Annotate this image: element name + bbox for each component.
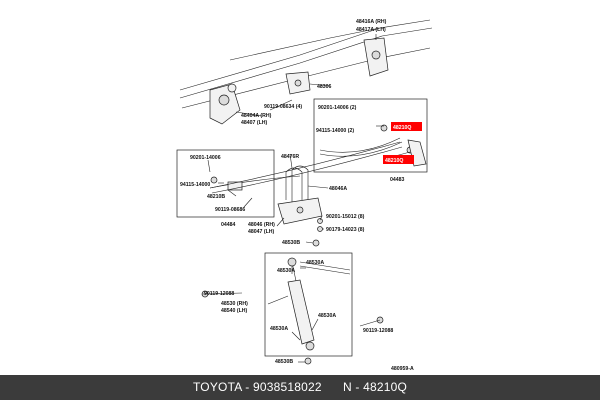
label-48210Q-lower[interactable]: 48210Q (385, 158, 403, 164)
label-48530A-b: 48530A (277, 268, 295, 274)
diagram-id: 480959-A (391, 366, 414, 372)
label-04483: 04483 (390, 177, 405, 183)
label-48416A: 48416A (RH) (356, 19, 387, 25)
label-48404A: 48404A (RH) (241, 113, 272, 119)
bracket-48306 (285, 71, 311, 95)
frame-rail (179, 19, 433, 109)
label-90201-15012: 90201-15012 (8) (326, 214, 365, 220)
label-90119-12088-left: 90119-12088 (204, 291, 234, 297)
label-48046: 48046 (RH) (248, 222, 275, 228)
inset-box-04483 (313, 98, 428, 173)
label-90201-14006-top: 90201-14006 (2) (318, 105, 357, 111)
label-48530: 48530 (RH) (221, 301, 248, 307)
bushing-48530B-bottom (304, 357, 312, 365)
bushing-48530B-top (312, 239, 320, 247)
highlight-48210Q-upper (391, 122, 422, 131)
u-bolt-48476R (285, 165, 309, 202)
exploded-view-drawing: 48416A (RH) 48417A (LH) 48306 90119-0863… (176, 19, 433, 372)
label-04484: 04484 (221, 222, 236, 228)
label-48530A-a: 48530A (306, 260, 324, 266)
leader-lines (201, 34, 411, 363)
nut-90201-15012 (317, 218, 323, 224)
label-90119-08686: 90119-08686 (215, 207, 245, 213)
spring-hanger-48404A (209, 83, 241, 125)
label-48530B-top: 48530B (282, 240, 300, 246)
label-48046A: 48046A (329, 186, 347, 192)
shock-absorber-48530 (287, 257, 351, 351)
inset-box-04484 (176, 149, 275, 218)
label-48306: 48306 (317, 84, 332, 90)
label-48476R: 48476R (281, 154, 299, 160)
spring-hanger-48416A (363, 37, 389, 77)
leaf-spring-main (209, 141, 403, 194)
label-48417A: 48417A (LH) (356, 27, 386, 33)
label-90119-12088-right: 90119-12088 (363, 328, 393, 334)
footer-text: TOYOTA - 9038518022 N - 48210Q (192, 380, 407, 394)
label-48210B: 48210B (207, 194, 225, 200)
footer-bar: TOYOTA - 9038518022 N - 48210Q (0, 375, 600, 400)
label-48540: 48540 (LH) (221, 308, 248, 314)
label-48407: 48407 (LH) (241, 120, 268, 126)
label-48530A-d: 48530A (270, 326, 288, 332)
label-48047: 48047 (LH) (248, 229, 275, 235)
label-90179-14023: 90179-14023 (8) (326, 227, 365, 233)
label-94115-14000-right: 94115-14000 (2) (316, 128, 354, 134)
label-48530A-c: 48530A (318, 313, 336, 319)
inset-box-shock (264, 252, 353, 357)
label-48530B-bottom: 48530B (275, 359, 293, 365)
highlight-48210Q-lower (383, 155, 414, 164)
nut-90179-14023 (317, 226, 323, 232)
label-94115-14000-left: 94115-14000 (180, 182, 210, 188)
spring-seat-48046 (277, 197, 323, 225)
label-90119-08634: 90119-08634 (4) (264, 104, 302, 110)
label-48210Q-upper[interactable]: 48210Q (393, 125, 411, 131)
label-90201-14006-left: 90201-14006 (190, 155, 221, 161)
